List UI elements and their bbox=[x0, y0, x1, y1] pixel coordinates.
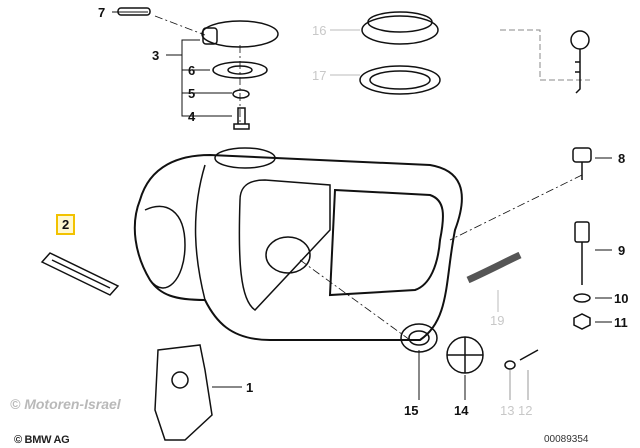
part-10-washer bbox=[573, 293, 591, 303]
callout-8[interactable]: 8 bbox=[618, 151, 626, 166]
part-15-grommet bbox=[400, 323, 438, 353]
leader-lines bbox=[112, 11, 612, 400]
part-16-cap bbox=[361, 15, 439, 45]
watermark: © Motoren-Israel bbox=[10, 396, 121, 412]
part-8-bolt bbox=[572, 147, 592, 163]
part-4-screw bbox=[233, 107, 250, 130]
part-13-washer bbox=[504, 360, 516, 370]
callout-7[interactable]: 7 bbox=[98, 5, 106, 20]
callout-9[interactable]: 9 bbox=[618, 243, 626, 258]
callout-17[interactable]: 17 bbox=[312, 68, 327, 83]
part-3-filler-cap bbox=[201, 20, 279, 48]
part-5-washer bbox=[232, 89, 250, 99]
callout-14[interactable]: 14 bbox=[454, 403, 469, 418]
part-11-nut bbox=[573, 313, 591, 330]
key-icon bbox=[570, 30, 590, 94]
callout-3[interactable]: 3 bbox=[152, 48, 160, 63]
copyright: © BMW AG bbox=[14, 434, 70, 446]
part-12-screw bbox=[519, 349, 539, 361]
diagram-number: 00089354 bbox=[544, 434, 589, 445]
callout-4[interactable]: 4 bbox=[188, 109, 196, 124]
part-19-hose bbox=[466, 251, 522, 284]
callout-10[interactable]: 10 bbox=[614, 291, 629, 306]
callout-19[interactable]: 19 bbox=[490, 313, 505, 328]
part-17-ring bbox=[359, 65, 441, 95]
callout-11[interactable]: 11 bbox=[614, 315, 628, 330]
part-2-rubber-strip bbox=[40, 252, 120, 296]
callout-5[interactable]: 5 bbox=[188, 86, 196, 101]
part-7-pin bbox=[117, 7, 151, 16]
callout-13[interactable]: 13 bbox=[500, 403, 515, 418]
part-9-stud bbox=[574, 221, 590, 243]
part-6-gasket bbox=[212, 61, 268, 79]
callout-15[interactable]: 15 bbox=[404, 403, 419, 418]
callout-6[interactable]: 6 bbox=[188, 63, 196, 78]
callout-1[interactable]: 1 bbox=[246, 380, 254, 395]
callout-16[interactable]: 16 bbox=[312, 23, 327, 38]
part-1-bracket bbox=[154, 344, 213, 441]
callout-2-highlighted[interactable]: 2 bbox=[56, 214, 76, 235]
callout-12[interactable]: 12 bbox=[518, 403, 533, 418]
